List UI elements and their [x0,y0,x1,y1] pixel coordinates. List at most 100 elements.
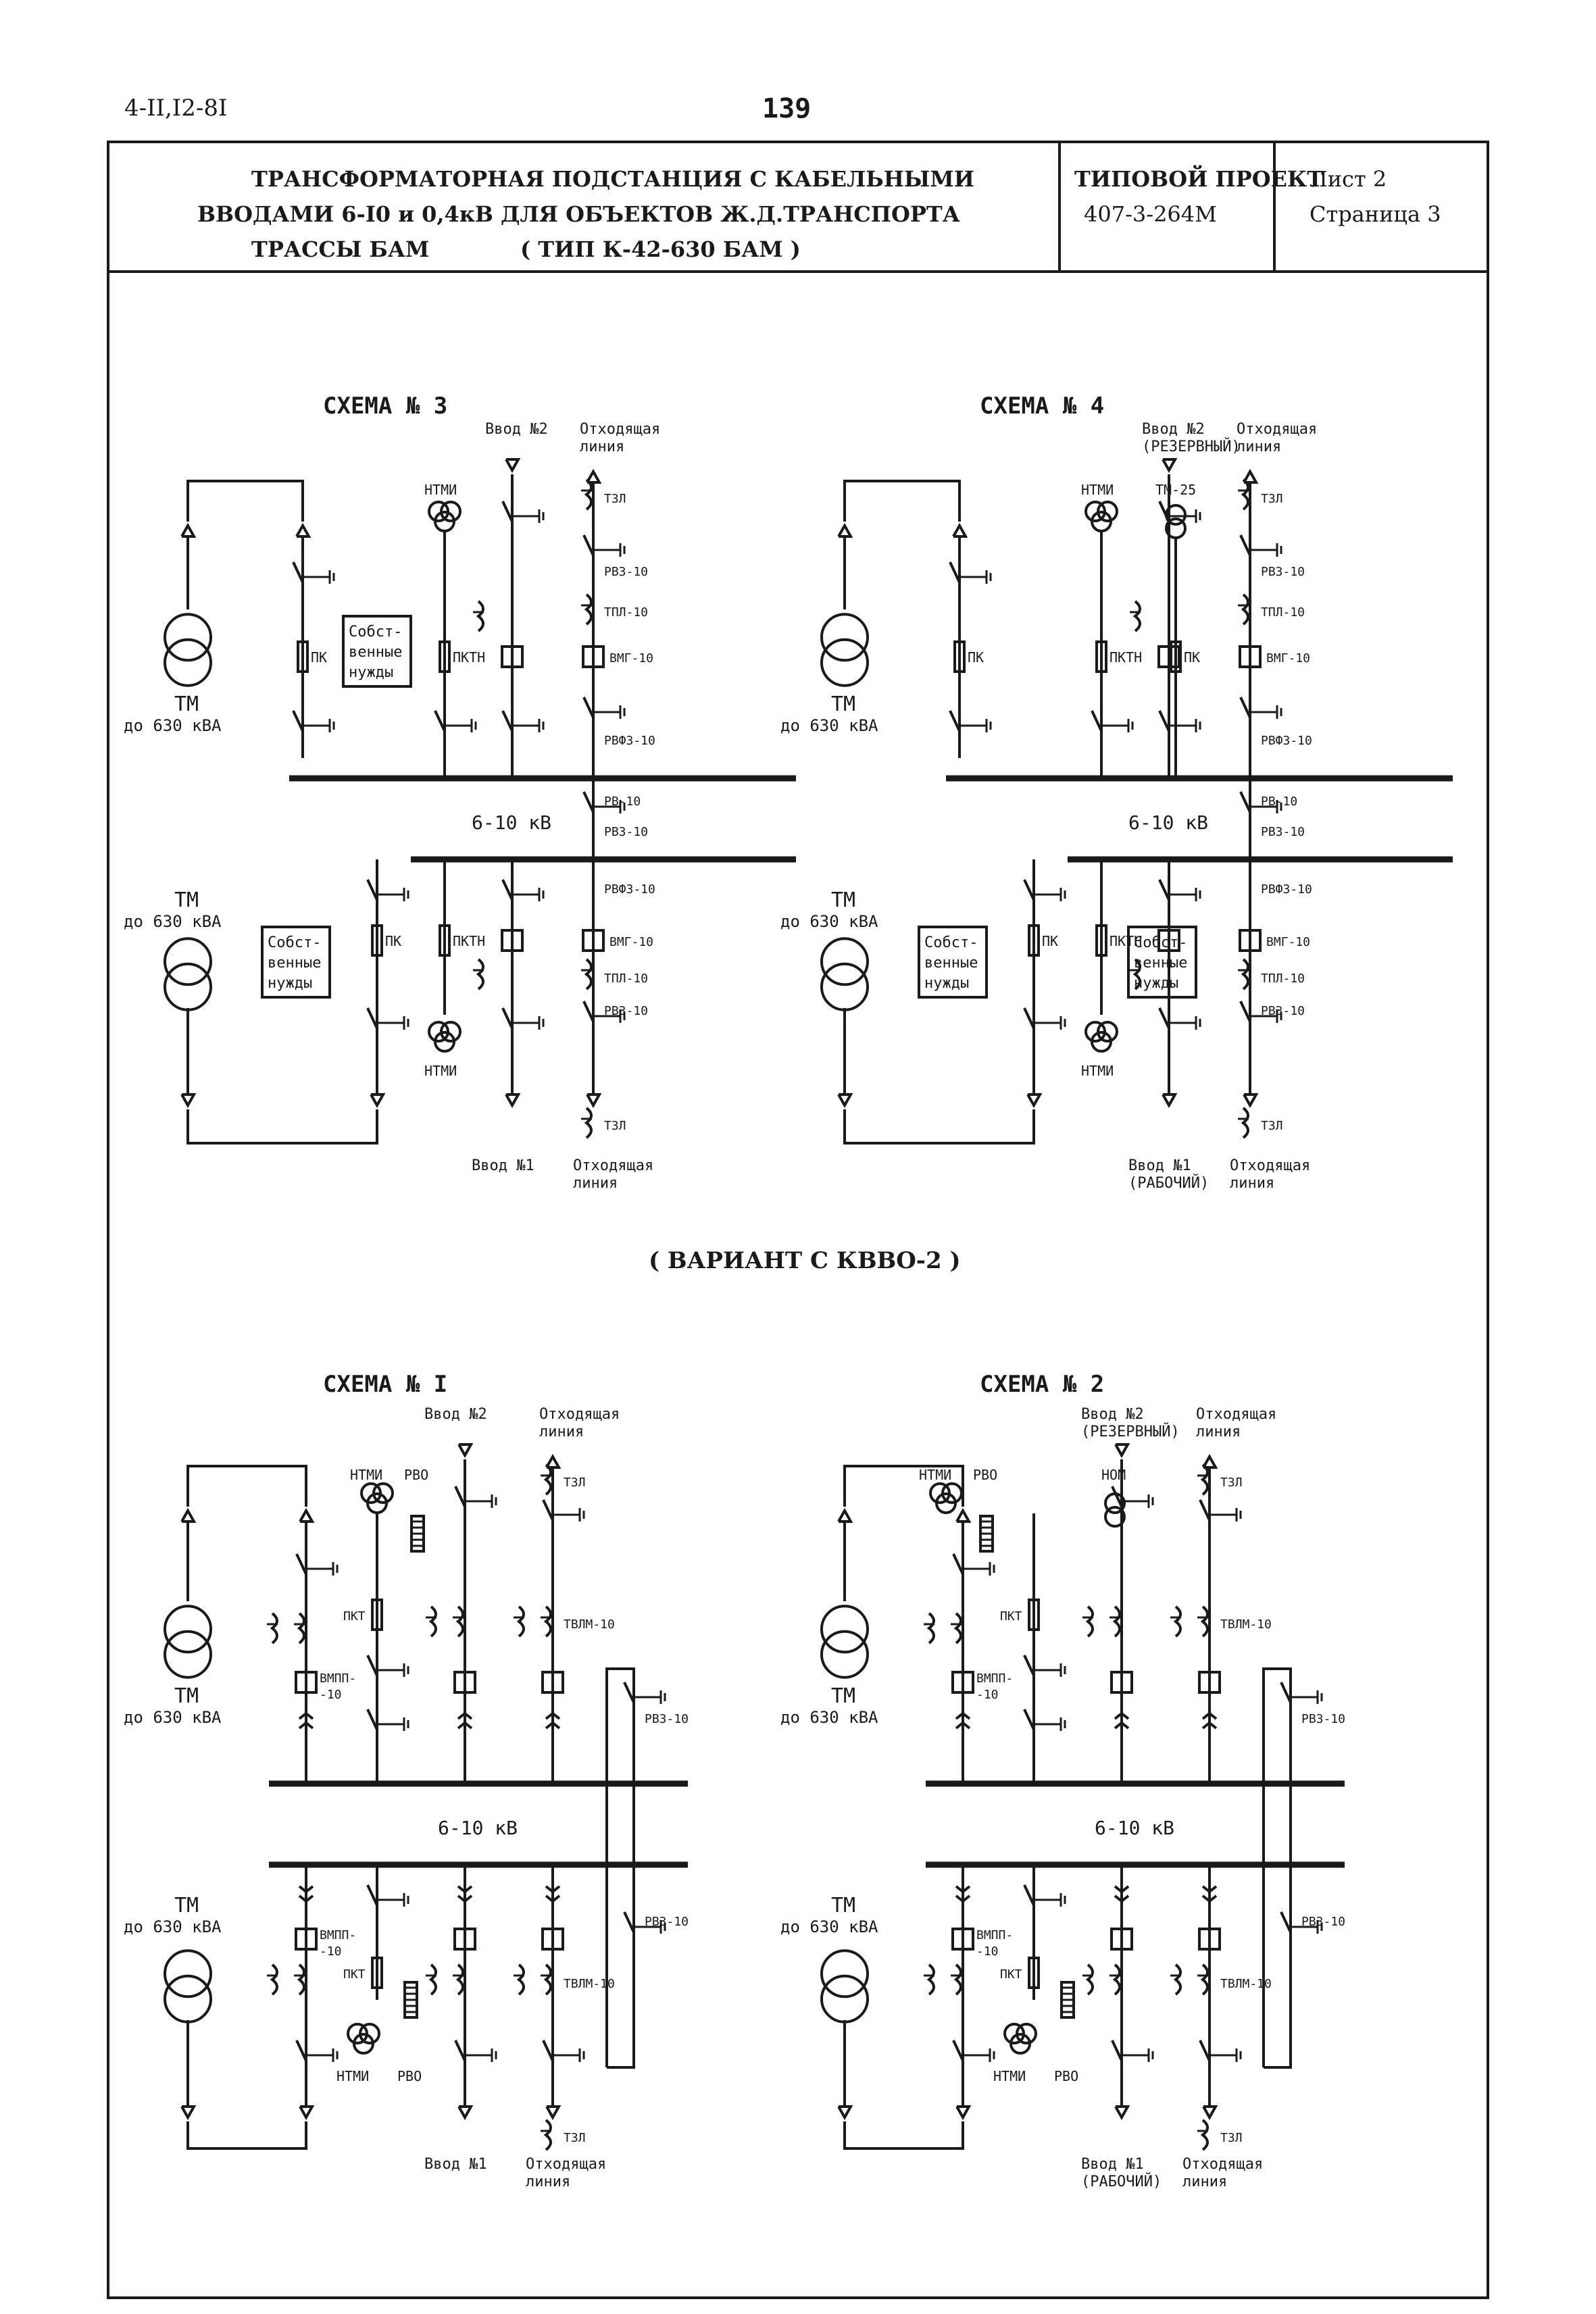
disconnector-blade [582,697,595,718]
input-label: Ввод №1 [1128,1157,1191,1174]
ct-label: Т3Л [1261,492,1283,506]
scheme-title: СХЕМА № 4 [980,393,1104,420]
disconnector-blade [1023,1655,1035,1676]
plug-contact-icon [545,1894,561,1903]
disconnector-blade [1239,534,1251,556]
arrester-label: РВО [397,2068,422,2084]
input-label: Ввод №1 [1081,2156,1144,2173]
transformer-label: ТМ [831,1684,855,1708]
voltage-transformer-icon [434,511,455,532]
voltage-label: 6-10 кВ [1095,1817,1174,1839]
outgoing-label: Отходящая [1182,2156,1263,2173]
disconnector-blade [1239,697,1251,718]
voltage-transformer-icon [1009,2033,1031,2055]
disconnector-blade [1023,1709,1035,1730]
title-type: ( ТИП К-42-630 БАМ ) [520,236,801,262]
cable-loop [186,2121,307,2150]
transformer-winding-icon [164,613,212,662]
ct-label: ТВЛМ-10 [564,1617,615,1632]
fuse-label: ПКТН [1109,933,1142,949]
fuse-label: ПК [1042,933,1058,949]
circuit-breaker-icon [453,1928,476,1951]
fuse-icon [297,640,309,673]
disconnector-blade [1023,1007,1035,1029]
cable-end-icon [955,2105,972,2121]
outgoing-label: линия [1196,1424,1241,1440]
scheme-title: СХЕМА № 3 [323,393,447,420]
fuse-icon [1095,924,1107,957]
transformer-winding-icon [820,1605,869,1654]
current-transformer-icon [1241,958,1249,990]
transformer-winding-icon [820,937,869,986]
disconnector-blade [454,1486,466,1507]
outgoing-label: Отходящая [580,421,660,438]
current-transformer-icon [1200,2119,1209,2151]
disconnector-blade [949,561,961,583]
current-transformer-icon [584,958,593,990]
vt-label: НТМИ [919,1467,951,1483]
current-transformer-icon [455,1605,464,1638]
current-transformer-icon [516,1605,525,1638]
breaker-label: ВМГ-10 [1266,651,1310,665]
circuit-breaker-icon [295,1671,318,1694]
circuit-breaker-icon [1157,929,1180,952]
cable-end-icon [180,1507,197,1523]
current-transformer-icon [1132,600,1141,632]
disconnector-blade [292,561,304,583]
current-transformer-icon [1173,1605,1182,1638]
disconnector-blade [1091,710,1103,732]
switch-label: РВФЗ-10 [1261,882,1312,897]
cable-end-icon [1026,1093,1043,1109]
cable-end-icon [837,2105,853,2121]
input-label: Ввод №1 [472,1157,534,1174]
switch-label: РВ-10 [1261,795,1297,809]
current-transformer-icon [1241,593,1249,626]
auxiliary-needs-box [918,926,988,999]
voltage-transformer-icon [1104,1506,1126,1528]
plug-contact-icon [955,1894,971,1903]
vt-label: НТМИ [1081,1063,1114,1079]
cable-end-icon [837,1507,853,1523]
current-transformer-icon [1241,478,1249,511]
switch-label: РВЗ-10 [1261,1004,1305,1018]
disconnector-blade [1023,1884,1035,1906]
current-transformer-icon [543,1605,552,1638]
voltage-label: 6-10 кВ [1128,811,1208,834]
auxiliary-needs-label: Собст- [924,934,978,951]
switch-label: РВЗ-10 [645,1712,689,1726]
transformer-winding-icon [164,1605,212,1654]
transformer-winding-icon [820,613,869,662]
plug-contact-icon [298,1885,314,1894]
arrester-label: РВО [973,1467,997,1483]
outgoing-label: Отходящая [1196,1406,1276,1423]
voltage-transformer-icon [353,2033,374,2055]
voltage-label: 6-10 кВ [438,1817,518,1839]
cable-end-icon [295,522,311,538]
current-transformer-icon [476,600,484,632]
breaker-label: -10 [320,1944,342,1959]
arrester-label: РВО [1054,2068,1078,2084]
title-block-separator-2 [1273,141,1276,272]
auxiliary-needs-box [1127,926,1197,999]
page-number: 139 [762,93,812,124]
cable-end-icon [299,1507,315,1523]
ct-label: Т3Л [1261,1119,1283,1133]
voltage-transformer-icon [366,1492,388,1514]
outgoing-label: линия [573,1175,618,1192]
disconnector-blade [366,1709,378,1730]
ct-label: ТПЛ-10 [604,605,648,620]
current-transformer-icon [584,593,593,626]
plug-contact-icon [955,1721,971,1730]
vt-label: НТМИ [993,2068,1026,2084]
transformer-label: ТМ [174,693,199,716]
circuit-breaker-icon [501,645,524,668]
circuit-breaker-icon [1110,1928,1133,1951]
plug-contact-icon [1201,1721,1218,1730]
input-label: (РЕЗЕРВНЫЙ) [1142,438,1241,455]
transformer-winding-icon [164,937,212,986]
fuse-label: ПК [385,933,401,949]
transformer-winding-icon [164,1949,212,1998]
auxiliary-needs-label: нужды [268,975,312,992]
transformer-rating: до 630 кВА [780,1917,878,1936]
fuse-icon [1028,1599,1040,1631]
